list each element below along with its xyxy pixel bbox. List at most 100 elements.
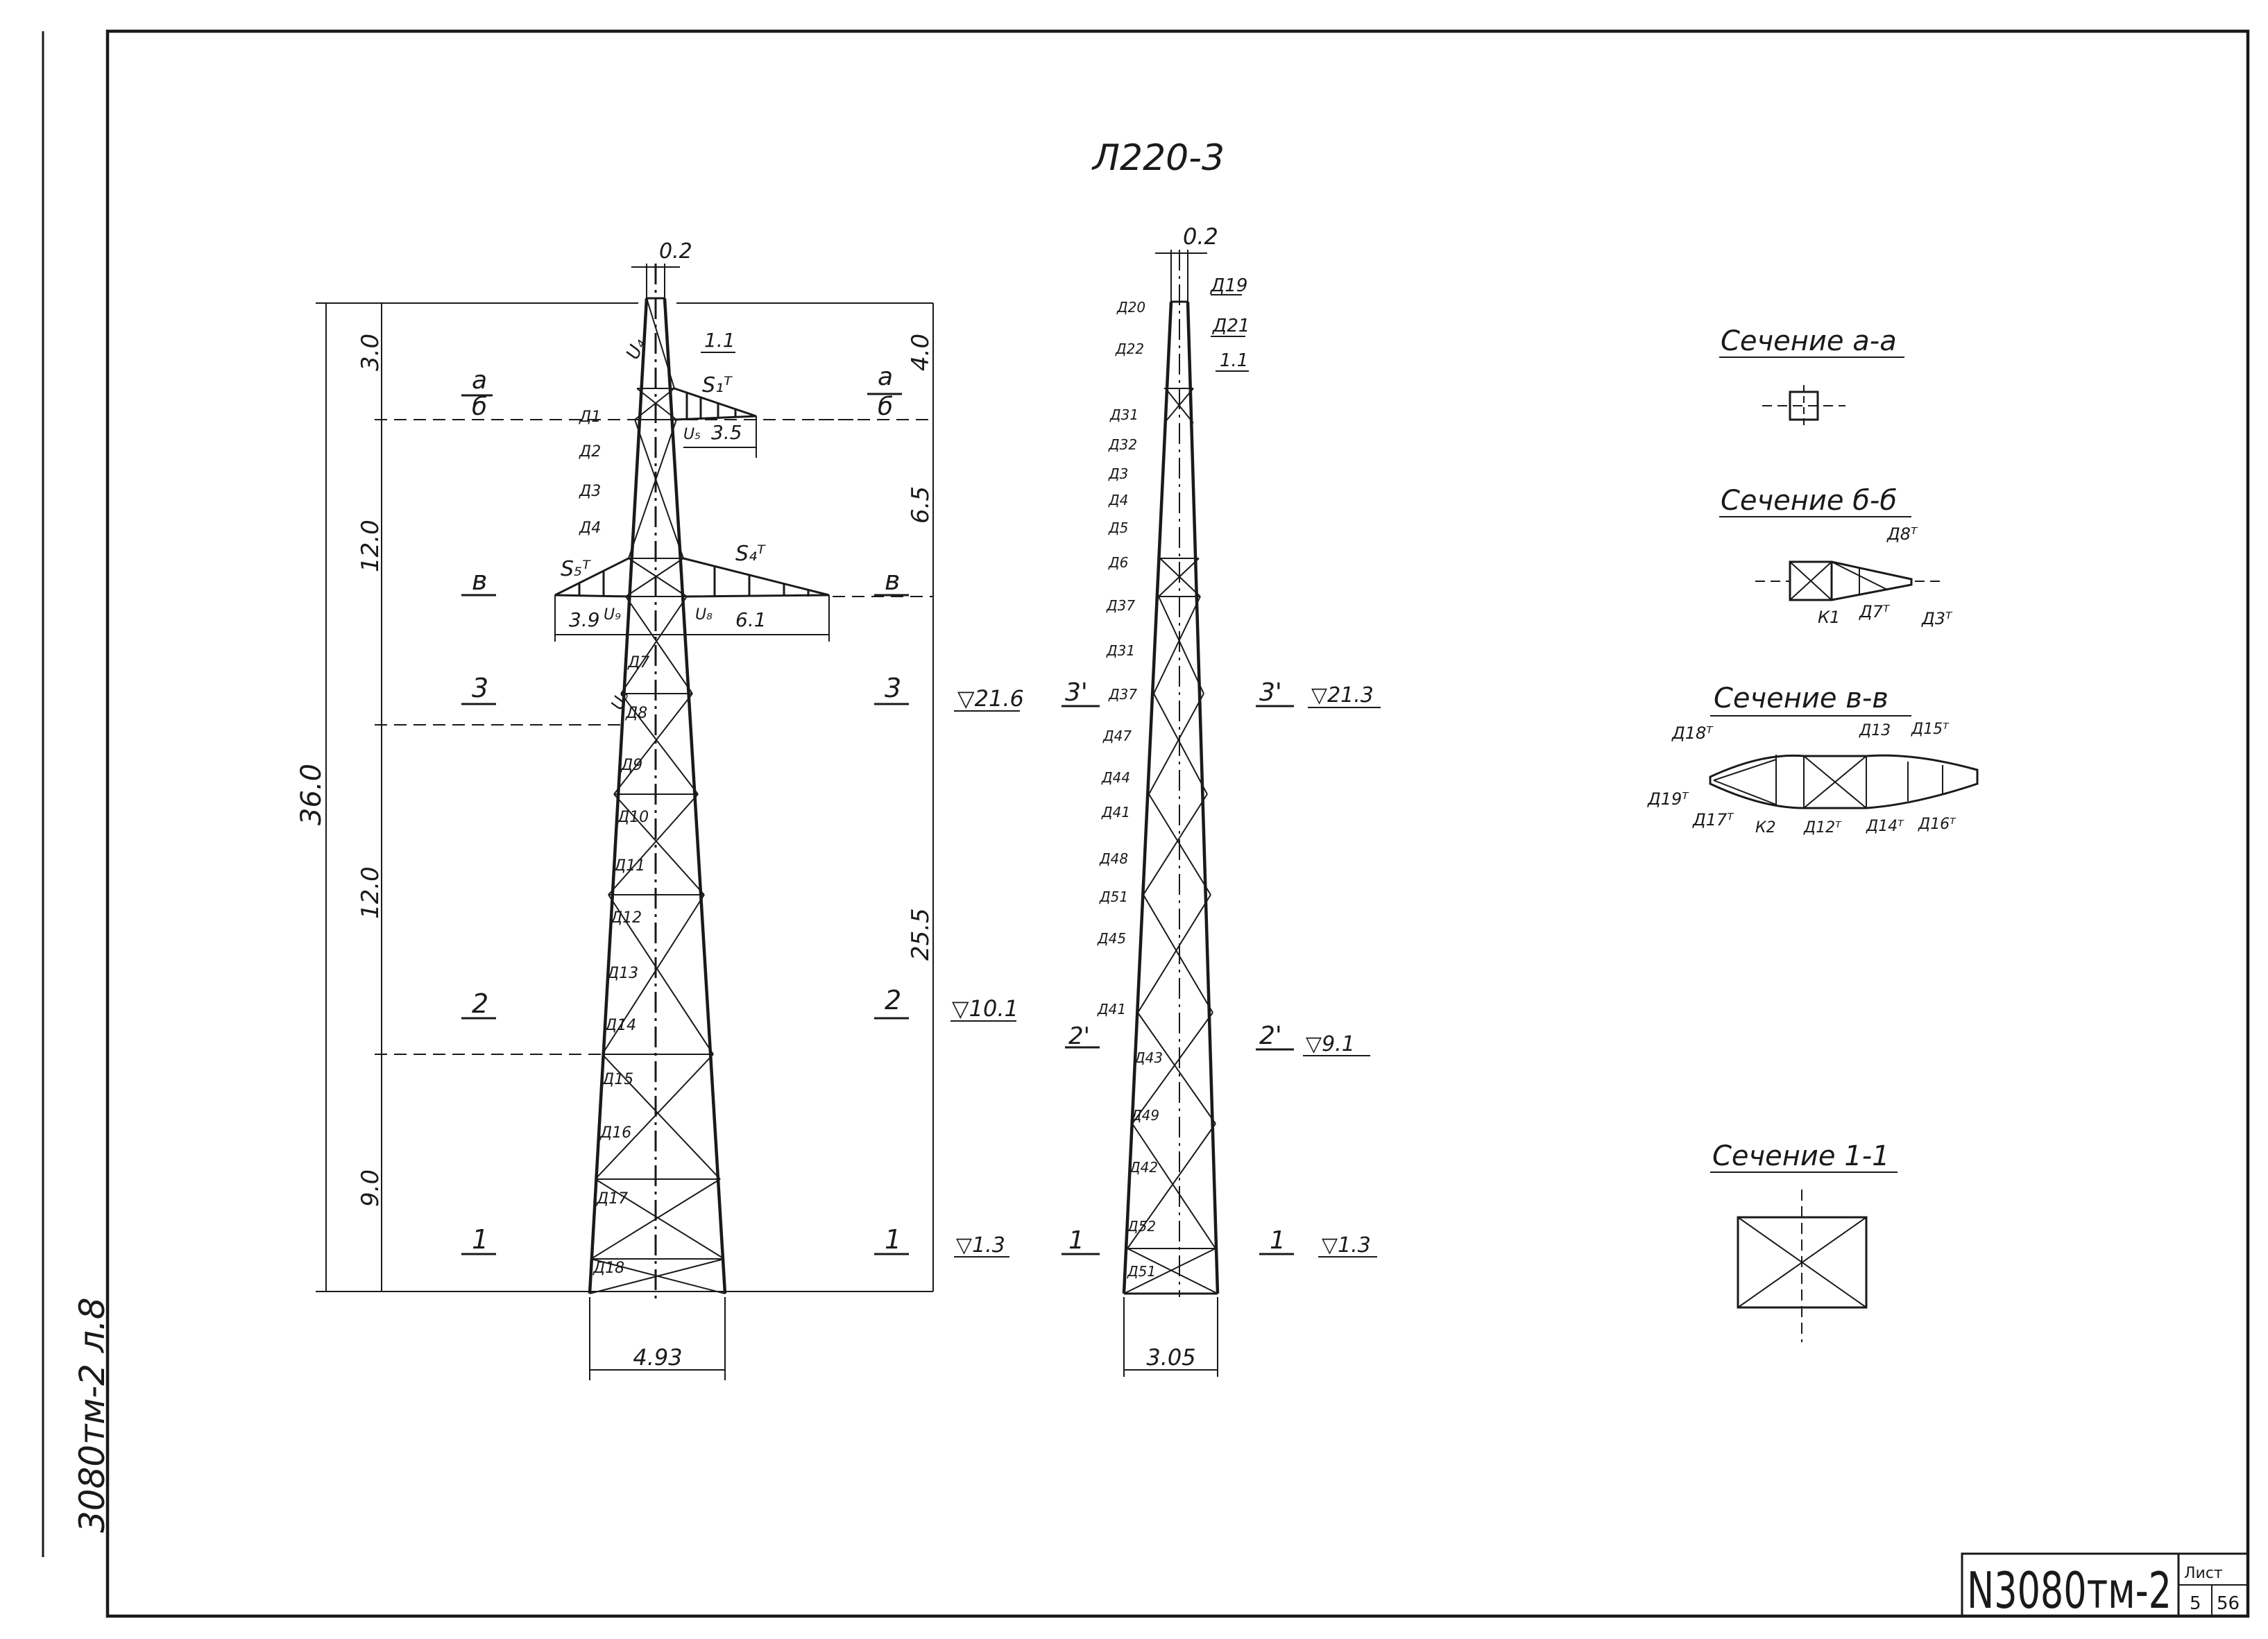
stamp-code: N3080тм-2 — [1967, 1561, 2172, 1620]
r-elev-9-1: ▽9.1 — [1306, 1032, 1355, 1056]
r-member-13: Д44 — [1101, 769, 1130, 786]
r-level-1-right: 1 — [1270, 1226, 1286, 1255]
mark-b-left: б — [472, 393, 487, 421]
segment-1: 3.0 — [357, 334, 384, 371]
r-member-5: Д3 — [1108, 465, 1128, 482]
r-member-16: Д51 — [1099, 889, 1128, 905]
mark-v-right: в — [885, 565, 900, 596]
node-u9: U₉ — [604, 606, 621, 624]
stamp-sheets-total: 56 — [2217, 1593, 2240, 1614]
member-d18: Д18 — [592, 1260, 624, 1277]
member-d17: Д17 — [596, 1190, 628, 1208]
drawing-frame — [105, 29, 2250, 1618]
section-v-v-title: Сечение в-в — [1714, 683, 1888, 714]
title-stamp: N3080тм-2 Лист 5 56 — [1961, 1552, 2249, 1620]
left-elevation: 0.2 — [296, 239, 1024, 1380]
r-member-2: Д22 — [1115, 341, 1144, 357]
member-d16: Д16 — [599, 1124, 631, 1142]
arm-s5: S₅ᵀ — [561, 557, 591, 581]
r-member-7: Д5 — [1108, 520, 1128, 536]
left-member-labels: Д1 Д2 Д3 Д4 Д7 Д8 Д9 Д10 Д11 Д12 Д13 Д14… — [579, 409, 649, 1277]
r-member-12: Д47 — [1102, 728, 1132, 744]
sec-v-lbl-5: К2 — [1755, 819, 1776, 836]
sec-b-lbl-2: Д7ᵀ — [1859, 602, 1891, 621]
member-d2: Д2 — [579, 443, 601, 461]
left-top-width: 0.2 — [659, 239, 692, 264]
side-note: 3080тм-2 л.8 — [72, 1297, 112, 1533]
r-member-4: Д32 — [1108, 436, 1137, 453]
mark-2-left: 2 — [472, 988, 488, 1019]
r-member-19: Д43 — [1134, 1049, 1163, 1066]
node-u8: U₈ — [695, 606, 713, 624]
sec-v-lbl-6: Д12ᵀ — [1803, 819, 1842, 836]
r-member-23: Д51 — [1127, 1263, 1156, 1280]
member-d10: Д10 — [617, 809, 649, 826]
sec-v-lbl-2: Д15ᵀ — [1911, 721, 1950, 738]
member-d9: Д9 — [620, 757, 642, 774]
mark-1-right: 1 — [885, 1224, 901, 1255]
member-d11: Д11 — [613, 857, 645, 875]
mark-b-right: б — [878, 393, 893, 421]
mark-3-left: 3 — [472, 673, 488, 703]
segment-4: 9.0 — [357, 1169, 384, 1207]
section-b-b-title: Сечение б-б — [1721, 485, 1897, 517]
r-member-1: Д20 — [1116, 299, 1145, 316]
dim-6-1: 6.1 — [735, 608, 767, 631]
r-level-3-left: 3' — [1065, 678, 1088, 707]
r-level-3-right: 3' — [1259, 678, 1282, 707]
right-elevation: 0.2 — [1061, 223, 1381, 1377]
node-u5: U₅ — [683, 426, 701, 443]
mark-3-right: 3 — [885, 673, 901, 703]
sec-b-lbl-0: Д8ᵀ — [1886, 524, 1918, 544]
member-d4: Д4 — [579, 520, 601, 537]
member-d7: Д7 — [627, 654, 649, 671]
sec-v-lbl-4: Д17ᵀ — [1692, 810, 1734, 830]
sec-v-lbl-0: Д18ᵀ — [1671, 723, 1714, 743]
r-member-6: Д4 — [1108, 492, 1128, 508]
r-member-21: Д42 — [1129, 1159, 1158, 1176]
right-segment-2: 6.5 — [907, 486, 935, 524]
section-v-v: Сечение в-в Д18ᵀ Д13 Д15ᵀ Д19ᵀ Д17ᵀ К2 Д… — [1647, 683, 1979, 836]
arm-s1: S₁ᵀ — [702, 373, 733, 397]
right-segment-3: 25.5 — [907, 908, 935, 961]
mark-a-right: а — [878, 363, 893, 391]
r-member-8: Д6 — [1108, 554, 1128, 571]
section-a-a-title: Сечение а-а — [1721, 325, 1897, 357]
right-elev-right-leg — [1186, 301, 1220, 1294]
segment-2: 12.0 — [357, 520, 384, 572]
right-elev-left-leg — [1122, 301, 1173, 1294]
sec-b-lbl-1: К1 — [1818, 608, 1840, 627]
r-member-3: Д31 — [1109, 406, 1139, 423]
right-top-width: 0.2 — [1183, 223, 1218, 250]
right-tower-leg — [663, 298, 727, 1294]
member-d14: Д14 — [604, 1017, 636, 1034]
mark-2-right: 2 — [885, 985, 901, 1015]
right-member-labels: Д20 Д22 Д31 Д32 Д3 Д4 Д5 Д6 Д37 Д31 Д37 … — [1097, 299, 1163, 1280]
total-height: 36.0 — [296, 764, 327, 825]
sec-b-lbl-3: Д3ᵀ — [1921, 609, 1953, 628]
sec-v-lbl-8: Д16ᵀ — [1918, 816, 1956, 833]
r-member-14: Д41 — [1101, 804, 1130, 821]
mark-a-left: а — [472, 366, 487, 395]
elev-21-6: ▽21.6 — [957, 685, 1024, 712]
right-label-d21: Д21 — [1212, 316, 1250, 336]
sec-v-lbl-3: Д19ᵀ — [1647, 789, 1689, 809]
dim-3-9: 3.9 — [569, 608, 600, 631]
elev-10-1: ▽10.1 — [952, 995, 1018, 1022]
member-d3: Д3 — [579, 483, 601, 500]
r-member-20: Д49 — [1130, 1107, 1159, 1124]
r-level-1-left: 1 — [1068, 1226, 1084, 1255]
r-member-9: Д37 — [1106, 597, 1135, 614]
mark-v-left: в — [472, 565, 487, 596]
segment-3: 12.0 — [357, 866, 384, 919]
member-d8: Д8 — [625, 705, 647, 722]
section-1-1-title: Сечение 1-1 — [1712, 1140, 1890, 1172]
r-level-2-left: 2' — [1068, 1022, 1090, 1050]
member-d15: Д15 — [602, 1071, 633, 1088]
r-member-11: Д37 — [1108, 686, 1137, 703]
right-segment-1: 4.0 — [907, 334, 935, 371]
r-member-10: Д31 — [1106, 642, 1135, 659]
dim-1-1: 1.1 — [704, 329, 735, 352]
left-tower-leg — [588, 298, 649, 1294]
